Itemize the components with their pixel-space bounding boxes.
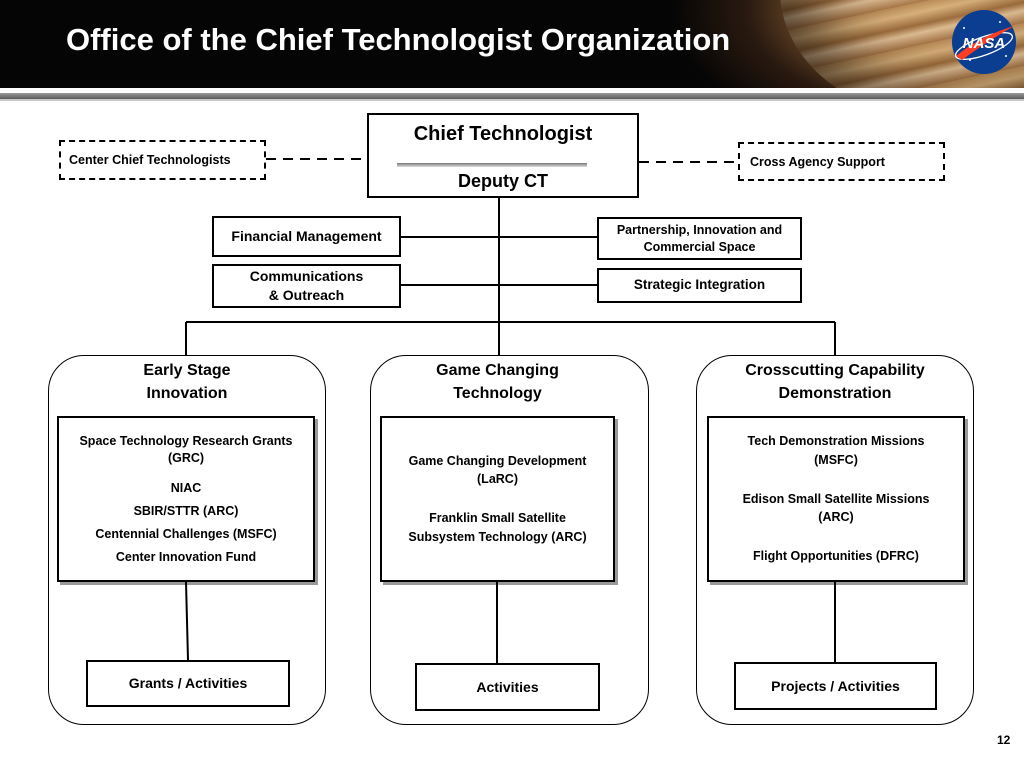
- cross-agency-support-box: Cross Agency Support: [738, 142, 945, 181]
- program-item: Centennial Challenges (MSFC): [95, 526, 277, 541]
- early-stage-innovation-heading: Early Stage Innovation: [143, 362, 231, 403]
- program-item: (ARC): [818, 510, 854, 525]
- communications-outreach-box: Communications & Outreach: [212, 264, 401, 308]
- crosscutting-programs-box: Tech Demonstration Missions (MSFC) Ediso…: [707, 416, 965, 582]
- communications-label: Communications: [249, 268, 364, 285]
- program-item: Flight Opportunities (DFRC): [753, 549, 919, 564]
- chief-technologist-label: Chief Technologist: [413, 123, 593, 145]
- outreach-label: & Outreach: [268, 287, 345, 303]
- header-divider-light: [0, 99, 1024, 101]
- chief-technologist-box: Chief Technologist Deputy CT: [367, 113, 639, 198]
- center-chief-technologists-label: Center Chief Technologists: [69, 153, 231, 167]
- slide-title: Office of the Chief Technologist Organiz…: [66, 22, 731, 57]
- game-changing-technology-heading: Game Changing Technology: [436, 362, 559, 403]
- chief-deputy-divider: [397, 163, 587, 167]
- program-item: NIAC: [170, 481, 202, 496]
- program-item: (GRC): [167, 450, 205, 465]
- partnership-label-line1: Partnership, Innovation and: [616, 222, 783, 237]
- early-stage-programs-box: Space Technology Research Grants (GRC) N…: [57, 416, 315, 582]
- header-divider-gray: [0, 93, 1024, 99]
- program-item: Tech Demonstration Missions: [747, 434, 925, 449]
- cross-agency-support-label: Cross Agency Support: [750, 154, 885, 169]
- program-item: (MSFC): [814, 452, 858, 467]
- center-chief-technologists-box: Center Chief Technologists: [59, 140, 266, 180]
- projects-activities-box: Projects / Activities: [734, 662, 937, 710]
- svg-text:NASA: NASA: [963, 35, 1006, 52]
- game-changing-programs-box: Game Changing Development (LaRC) Frankli…: [380, 416, 615, 582]
- program-item: SBIR/STTR (ARC): [133, 504, 239, 518]
- financial-management-label: Financial Management: [231, 228, 382, 245]
- activities-label: Activities: [476, 678, 539, 695]
- program-item: Edison Small Satellite Missions: [742, 491, 930, 506]
- header-divider-white: [0, 88, 1024, 93]
- projects-activities-label: Projects / Activities: [771, 677, 900, 694]
- program-item: Franklin Small Satellite: [429, 511, 566, 525]
- partnership-label-line2: Commercial Space: [643, 239, 756, 254]
- strategic-integration-label: Strategic Integration: [633, 277, 766, 293]
- activities-box: Activities: [415, 663, 600, 711]
- page-number: 12: [997, 733, 1011, 747]
- slide-header: Office of the Chief Technologist Organiz…: [0, 0, 1024, 88]
- crosscutting-capability-heading: Crosscutting Capability Demonstration: [745, 362, 925, 403]
- program-item: Subsystem Technology (ARC): [408, 529, 587, 544]
- program-item: Game Changing Development: [408, 453, 587, 468]
- deputy-ct-label: Deputy CT: [458, 171, 548, 191]
- strategic-integration-box: Strategic Integration: [597, 268, 802, 303]
- financial-management-box: Financial Management: [212, 216, 401, 257]
- nasa-logo-icon: NASA: [952, 10, 1016, 74]
- grants-activities-box: Grants / Activities: [86, 660, 290, 707]
- program-item: Center Innovation Fund: [115, 549, 257, 564]
- program-item: Space Technology Research Grants: [79, 433, 293, 448]
- partnership-innovation-box: Partnership, Innovation and Commercial S…: [597, 217, 802, 260]
- program-item: (LaRC): [477, 472, 518, 487]
- grants-activities-label: Grants / Activities: [128, 675, 248, 692]
